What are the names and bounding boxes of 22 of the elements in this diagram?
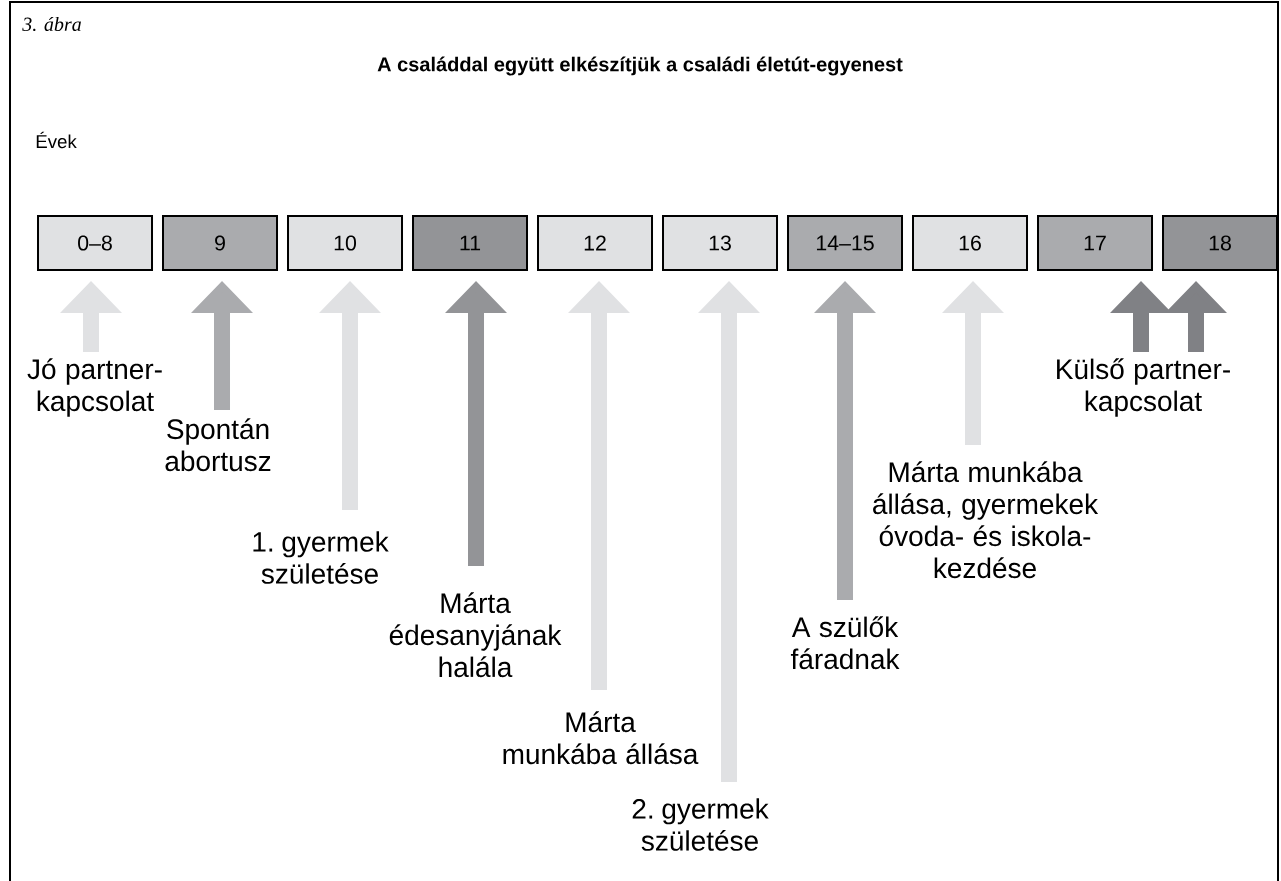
event-text: Márta munkába állása, gyermekek óvoda- és iskola- kezdése [873, 461, 1099, 579]
axis-label: Évek [36, 131, 77, 149]
event-text: Márta édesanyjának halála [389, 592, 562, 678]
year-box: 14–15 [787, 215, 903, 271]
year-box: 16 [912, 215, 1028, 271]
event-text: Spontán abortusz [165, 418, 271, 472]
title: A családdal együtt elkészítjük a családi életút-egyenest [377, 56, 903, 76]
year-box: 10 [287, 215, 403, 271]
figure-number: 3. ábra [22, 16, 81, 32]
year-box: 12 [537, 215, 653, 271]
year-box: 9 [162, 215, 278, 271]
event-text: Márta munkába állása [503, 711, 699, 765]
event-text: 2. gyermek születése [632, 798, 769, 851]
event-text: Jó partner- kapcsolat [27, 358, 162, 417]
year-box: 13 [662, 215, 778, 271]
year-box: 11 [412, 215, 528, 271]
event-text: A szülők fáradnak [790, 616, 900, 670]
year-box: 0–8 [37, 215, 153, 271]
event-text: Külső partner- kapcsolat [1057, 358, 1230, 417]
event-text: 1. gyermek születése [253, 531, 389, 584]
year-box: 18 [1162, 215, 1278, 271]
year-box: 17 [1037, 215, 1153, 271]
